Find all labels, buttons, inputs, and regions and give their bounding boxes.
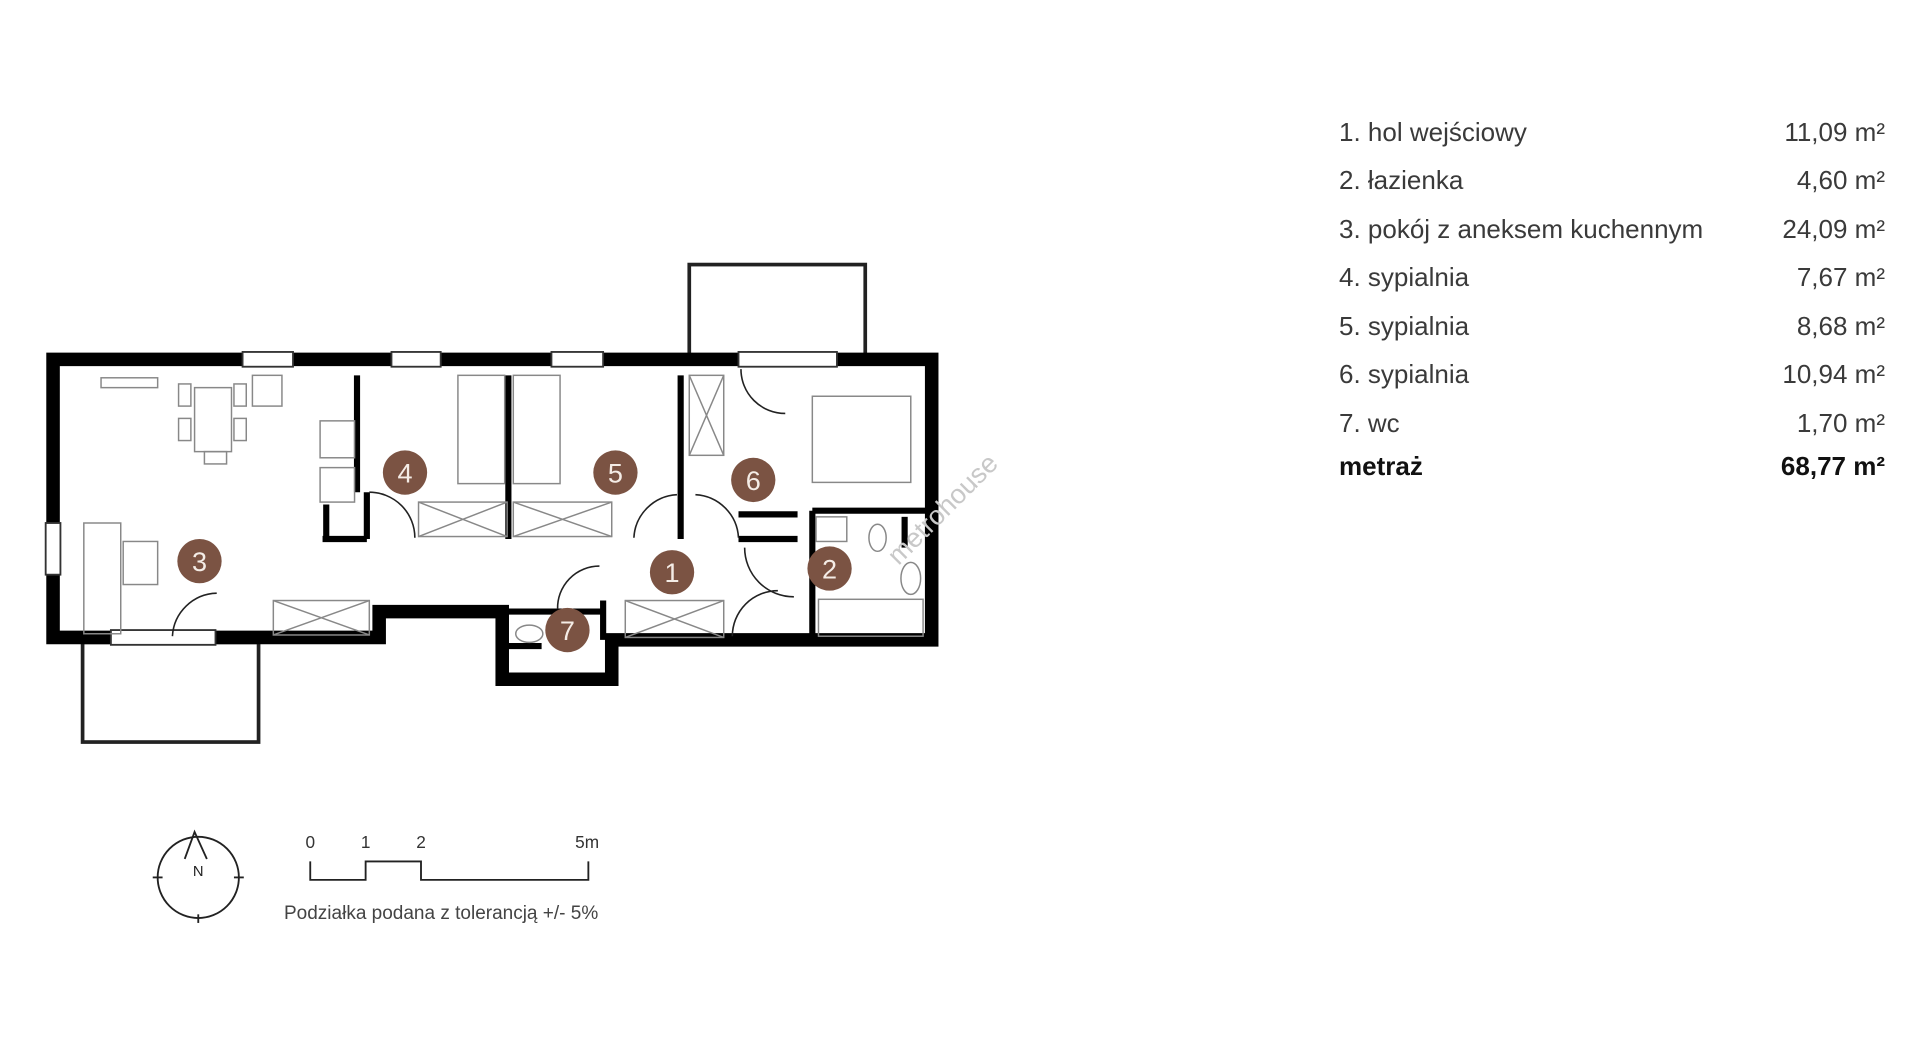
room-label: 7. wc (1339, 407, 1400, 438)
svg-text:1: 1 (665, 557, 680, 588)
room-marker-1: 1 (649, 550, 695, 595)
room-row: 7. wc 1,70 m² (1339, 399, 1885, 448)
windows (44, 351, 838, 646)
room-area: 10,94 m² (1782, 359, 1885, 390)
svg-text:2: 2 (416, 832, 426, 852)
room-label: 3. pokój z aneksem kuchennym (1339, 213, 1704, 244)
outer-walls (46, 352, 939, 687)
svg-text:N: N (193, 864, 204, 880)
room-label: 2. łazienka (1339, 165, 1464, 196)
balcony-top (687, 262, 868, 358)
room-area: 8,68 m² (1796, 310, 1885, 341)
total-area: 68,77 m² (1780, 451, 1885, 481)
room-area: 4,60 m² (1796, 165, 1885, 196)
room-row: 3. pokój z aneksem kuchennym 24,09 m² (1339, 205, 1885, 254)
room-markers: 1 2 3 4 5 6 7 (177, 450, 852, 653)
svg-text:4: 4 (397, 457, 412, 488)
room-label: 5. sypialnia (1339, 310, 1470, 341)
room-label: 4. sypialnia (1339, 262, 1470, 293)
total-row: metraż 68,77 m² (1339, 448, 1885, 486)
svg-text:2: 2 (822, 553, 837, 584)
svg-text:7: 7 (560, 615, 575, 646)
svg-text:5m: 5m (575, 832, 599, 852)
room-marker-7: 7 (545, 607, 590, 653)
balcony-bottom (80, 640, 261, 744)
room-row: 1. hol wejściowy 11,09 m² (1339, 108, 1885, 157)
svg-text:0: 0 (305, 832, 315, 852)
scale-bar: 0 1 2 5m (305, 832, 599, 881)
furniture (83, 374, 924, 644)
room-area: 11,09 m² (1784, 116, 1885, 147)
room-marker-6: 6 (731, 457, 776, 503)
room-area-table: 1. hol wejściowy 11,09 m² 2. łazienka 4,60… (1339, 108, 1885, 486)
room-area: 7,67 m² (1796, 262, 1885, 293)
room-row: 2. łazienka 4,60 m² (1339, 157, 1885, 206)
room-area: 24,09 m² (1782, 213, 1885, 244)
svg-text:6: 6 (746, 465, 761, 496)
room-label: 6. sypialnia (1339, 359, 1470, 390)
room-marker-4: 4 (382, 450, 428, 495)
room-row: 5. sypialnia 8,68 m² (1339, 302, 1885, 351)
room-label: 1. hol wejściowy (1339, 116, 1527, 147)
room-row: 6. sypialnia 10,94 m² (1339, 351, 1885, 400)
room-row: 4. sypialnia 7,67 m² (1339, 254, 1885, 303)
interior-walls (322, 375, 932, 650)
svg-text:1: 1 (361, 832, 371, 852)
doors (171, 369, 794, 637)
room-marker-2: 2 (807, 546, 852, 591)
room-marker-3: 3 (177, 538, 222, 584)
scale-caption: Podziałka podana z tolerancją +/- 5% (284, 903, 599, 924)
total-label: metraż (1339, 451, 1423, 481)
room-marker-5: 5 (593, 450, 638, 495)
svg-text:5: 5 (608, 457, 623, 488)
compass-icon: N (152, 829, 244, 923)
room-area: 1,70 m² (1796, 407, 1885, 438)
svg-text:3: 3 (192, 546, 207, 577)
